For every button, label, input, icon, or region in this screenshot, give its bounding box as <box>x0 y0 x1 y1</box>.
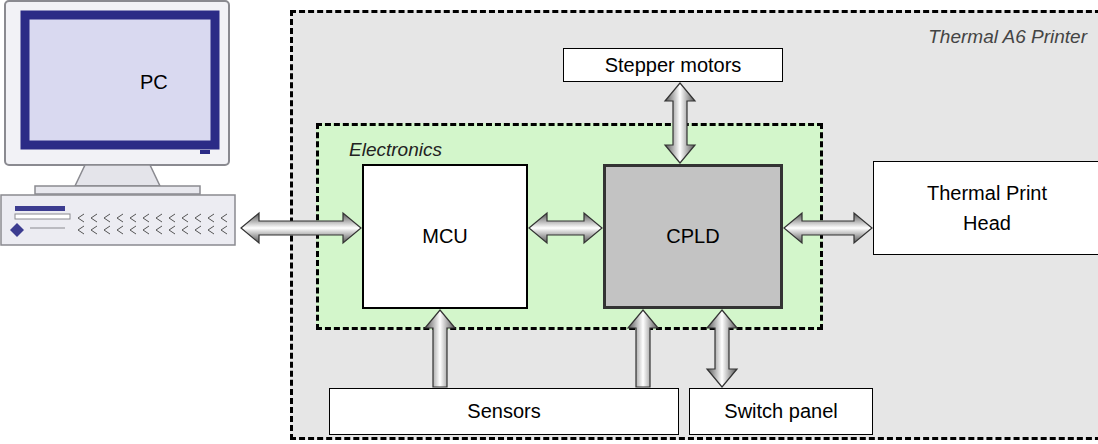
group-title: Electronics <box>349 138 442 162</box>
block-arrow <box>628 310 658 387</box>
computer-illustration <box>0 0 240 248</box>
process-box: CPLD <box>603 164 783 309</box>
block-arrow <box>784 213 872 243</box>
box-label: Switch panel <box>724 399 837 424</box>
block-arrow <box>665 83 695 163</box>
block-arrow-shape <box>628 310 658 387</box>
block-arrow <box>529 213 602 243</box>
block-arrow-shape <box>425 310 455 387</box>
box-label: CPLD <box>666 224 719 249</box>
box-label: Thermal Print Head <box>922 178 1052 238</box>
computer-label: PC <box>140 70 168 95</box>
process-box: Thermal Print Head <box>873 161 1098 255</box>
group-title: Thermal A6 Printer <box>928 25 1087 49</box>
block-arrow-shape <box>784 213 872 243</box>
process-box: Sensors <box>329 388 679 435</box>
block-arrow-shape <box>529 213 602 243</box>
block-arrow <box>425 310 455 387</box>
box-label: Stepper motors <box>605 53 742 78</box>
process-box: MCU <box>362 164 528 309</box>
block-arrow-shape <box>665 83 695 163</box>
block-arrow <box>707 310 737 387</box>
block-arrow-shape <box>241 213 361 243</box>
process-box: Stepper motors <box>563 48 783 82</box>
printer-housing: Thermal A6 PrinterStepper motorsElectron… <box>290 10 1098 440</box>
process-box: Switch panel <box>689 388 873 435</box>
box-label: Sensors <box>467 399 540 424</box>
block-arrow <box>241 213 361 243</box>
block-arrow-shape <box>707 310 737 387</box>
computer-icon: PC <box>0 0 240 248</box>
box-label: MCU <box>422 224 468 249</box>
